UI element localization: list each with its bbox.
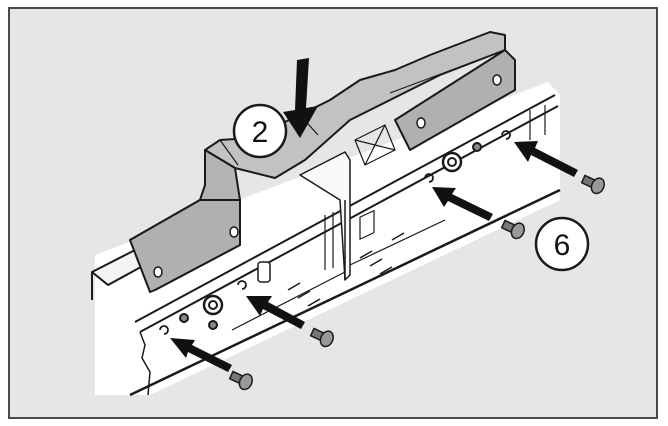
down-arrow-icon [283, 58, 318, 138]
mounting-holes [159, 130, 511, 335]
screw-icon [228, 174, 605, 391]
callout-2: 2 [232, 103, 288, 159]
insert-arrow-icon [170, 141, 578, 372]
svg-text:2: 2 [252, 116, 269, 149]
callout-6: 6 [534, 216, 590, 272]
svg-text:6: 6 [554, 229, 571, 262]
